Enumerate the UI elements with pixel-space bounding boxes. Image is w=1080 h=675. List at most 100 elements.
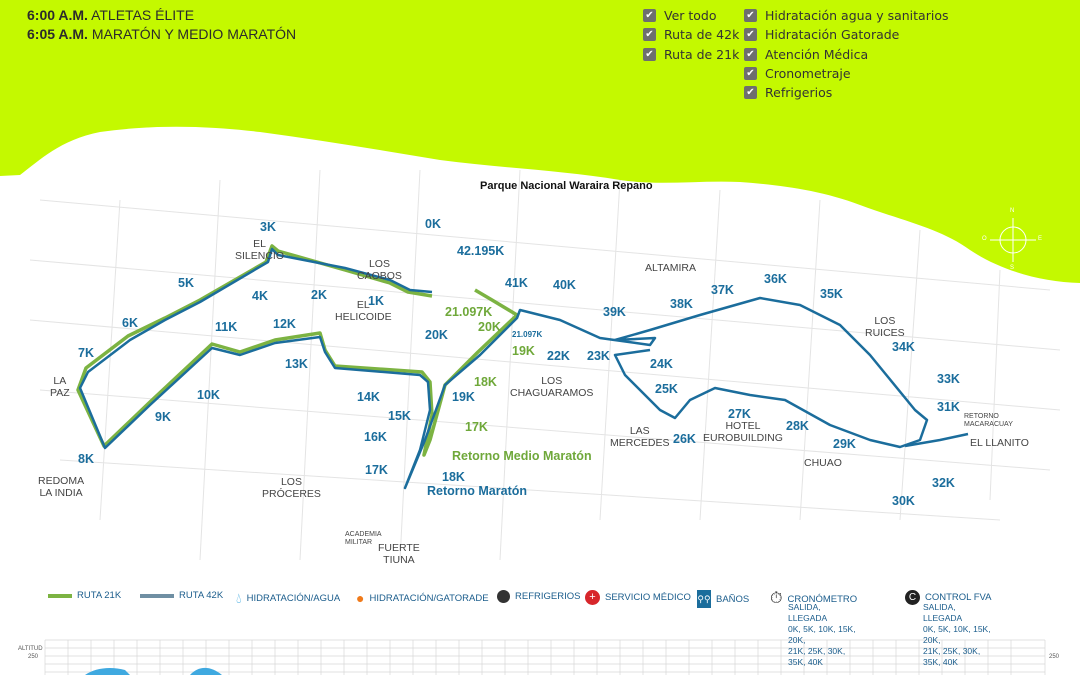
place-label: CHUAO (804, 457, 842, 469)
route-21k (76, 244, 519, 457)
checkbox-checked-icon[interactable]: ✔ (744, 47, 757, 61)
marathon-turnaround: Retorno Maratón (427, 484, 527, 498)
km-marker: 34K (892, 340, 915, 354)
km-marker: 17K (465, 420, 488, 434)
filter-checkbox[interactable]: ✔ Refrigerios (744, 85, 832, 100)
km-marker: 24K (650, 357, 673, 371)
checkbox-checked-icon[interactable]: ✔ (744, 9, 757, 22)
km-marker: 18K (474, 375, 497, 389)
compass-n: N (1010, 208, 1015, 214)
km-marker: 20K (478, 320, 501, 334)
filter-checkbox[interactable]: ✔ Hidratación Gatorade (744, 27, 899, 42)
place-label: ALTAMIRA (645, 262, 696, 274)
km-marker: 8K (78, 452, 94, 466)
filter-checkbox[interactable]: ✔Atención Médica (744, 47, 868, 62)
altitude-profile (85, 667, 222, 675)
km-marker: 7K (78, 346, 94, 360)
park-area (0, 0, 1080, 283)
checkbox-checked-icon[interactable]: ✔ (744, 28, 757, 42)
filter-checkbox[interactable]: ✔Ver todo (643, 8, 717, 23)
km-marker: 15K (388, 409, 411, 423)
km-marker: 1K (368, 294, 384, 308)
km-marker: 22K (547, 349, 570, 363)
km-marker: 26K (673, 432, 696, 446)
checkbox-checked-icon[interactable]: ✔ (744, 66, 757, 80)
filter-label: Ruta de 21k (664, 46, 740, 62)
filter-label: Refrigerios (765, 85, 833, 101)
checkbox-checked-icon[interactable]: ✔ (643, 28, 656, 42)
km-marker: 31K (937, 400, 960, 414)
km-marker: 2K (311, 288, 327, 302)
km-marker: 9K (155, 410, 171, 424)
half-marathon-turnaround: Retorno Medio Maratón (452, 449, 592, 463)
legend-toilets: ⚲⚲BAÑOS (697, 590, 749, 608)
km-marker: 11K (215, 320, 238, 334)
compass-e: E (1038, 236, 1043, 242)
km-marker: 12K (273, 317, 296, 331)
km-marker: 5K (178, 276, 194, 290)
km-marker: 37K (711, 283, 734, 297)
km-marker: 19K (452, 390, 475, 404)
km-marker: 27K (728, 407, 751, 421)
filter-checkbox[interactable]: ✔ Ruta de 21k (643, 47, 739, 62)
km-marker: 33K (937, 372, 960, 386)
km-marker: 42.195K (457, 244, 505, 258)
place-label: LOS CHAGUARAMOS (510, 375, 594, 399)
compass-w: O (982, 236, 987, 242)
km-marker: 40K (553, 278, 576, 292)
route-21k-swatch (48, 593, 72, 598)
place-label: EL SILENCIO (235, 238, 285, 262)
filter-checkbox[interactable]: ✔ Hidratación agua y sanitarios (744, 8, 948, 23)
filter-checkbox[interactable]: ✔Ruta de 42k (643, 27, 739, 42)
route-42k-llanito-spur (904, 432, 969, 448)
schedule-elite: 6:00 A.M. ATLETAS ÉLITE (27, 7, 195, 23)
legend-route-21k: RUTA 21K (48, 590, 121, 601)
place-label: REDOMA LA INDIA (38, 475, 85, 499)
km-marker: 13K (285, 357, 308, 371)
place-label: EL LLANITO (970, 437, 1029, 449)
checkbox-checked-icon[interactable]: ✔ (744, 86, 757, 100)
fva-control-icon: C (905, 590, 920, 605)
place-label: RETORNO MACARACUAY (964, 413, 1013, 428)
place-label: LOS CAOBOS (357, 258, 402, 282)
medical-icon: + (585, 590, 600, 605)
place-label: LAS MERCEDES (610, 425, 670, 449)
checkbox-checked-icon[interactable]: ✔ (643, 47, 656, 61)
altitude-tick-left: 250 (28, 654, 39, 660)
km-marker: 36K (764, 272, 787, 286)
km-marker: 35K (820, 287, 843, 301)
km-marker: 20K (425, 328, 448, 342)
place-label: LOS RUICES (865, 315, 905, 339)
altitude-tick-right: 250 (1049, 654, 1060, 660)
filter-label: Hidratación agua y sanitarios (765, 8, 949, 23)
route-42k (78, 247, 929, 490)
checkbox-checked-icon[interactable]: ✔ (643, 9, 656, 22)
km-marker: 14K (357, 390, 380, 404)
filter-checkbox[interactable]: ✔Cronometraje (744, 66, 851, 81)
altitude-label: ALTITUD (18, 646, 43, 652)
place-label: LOS PRÓCERES (262, 476, 321, 500)
schedule-marathon: 6:05 A.M. MARATÓN Y MEDIO MARATÓN (27, 26, 297, 42)
legend-snacks: REFRIGERIOS (497, 590, 580, 603)
km-marker: 38K (670, 297, 693, 311)
legend-water: 💧︎HIDRATACIÓN/AGUA (236, 590, 341, 606)
place-label: LA PAZ (50, 375, 70, 399)
km-marker: 4K (252, 289, 268, 303)
km-marker: 39K (603, 305, 626, 319)
km-marker: 19K (512, 344, 535, 358)
filter-label: Hidratación Gatorade (765, 27, 900, 43)
km-marker: 28K (786, 419, 809, 433)
km-marker: 32K (932, 476, 955, 490)
km-marker: 30K (892, 494, 915, 508)
toilets-icon: ⚲⚲ (697, 590, 711, 608)
legend-medical: +SERVICIO MÉDICO (585, 590, 691, 605)
route-42k-swatch (140, 593, 174, 598)
km-marker: 18K (442, 470, 465, 484)
place-label: ACADEMIA MILITAR (345, 531, 382, 546)
compass-icon (990, 218, 1036, 262)
km-marker: 0K (425, 217, 441, 231)
snacks-icon (497, 590, 510, 603)
